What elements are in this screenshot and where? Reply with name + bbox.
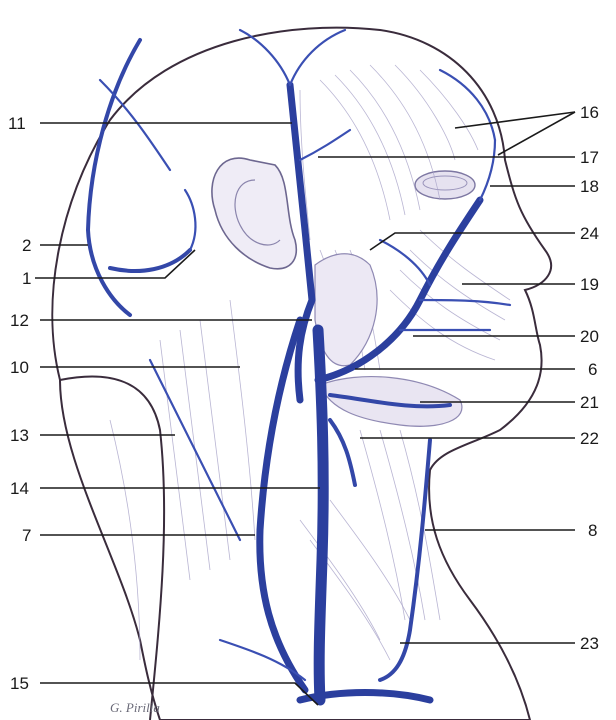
- superficial-temporal-vein: [290, 85, 312, 300]
- label-16: 16: [580, 103, 599, 122]
- internal-jugular-vein: [318, 330, 323, 700]
- retromandibular-vein: [298, 300, 312, 400]
- label-6: 6: [588, 360, 597, 379]
- label-20: 20: [580, 327, 599, 346]
- anterior-jugular-vein: [380, 440, 430, 680]
- label-11: 11: [8, 114, 26, 133]
- label-2: 2: [22, 236, 31, 255]
- subclavian-vein: [300, 693, 430, 701]
- label-24: 24: [580, 224, 599, 243]
- label-22: 22: [580, 429, 599, 448]
- label-15: 15: [10, 674, 29, 693]
- artist-signature: G. Pirilla: [110, 700, 160, 715]
- label-8: 8: [588, 521, 597, 540]
- occipital-vein: [88, 40, 140, 315]
- lingual-vein: [330, 420, 355, 485]
- label-7: 7: [22, 526, 31, 545]
- label-21: 21: [580, 393, 599, 412]
- label-1: 1: [22, 269, 31, 288]
- right-labels: 16 17 18 24 19 20 6 21 22 8 23: [580, 103, 599, 653]
- label-17: 17: [580, 148, 599, 167]
- label-14: 14: [10, 479, 29, 498]
- label-18: 18: [580, 177, 599, 196]
- label-13: 13: [10, 426, 29, 445]
- veins: [88, 30, 510, 700]
- left-labels: 11 2 1 12 10 13 14 7 15: [8, 114, 31, 693]
- label-10: 10: [10, 358, 29, 377]
- label-12: 12: [10, 311, 29, 330]
- ear: [212, 158, 296, 269]
- posterior-auricular-vein: [110, 250, 190, 271]
- label-23: 23: [580, 634, 599, 653]
- label-19: 19: [580, 275, 599, 294]
- head-outline: [52, 28, 551, 720]
